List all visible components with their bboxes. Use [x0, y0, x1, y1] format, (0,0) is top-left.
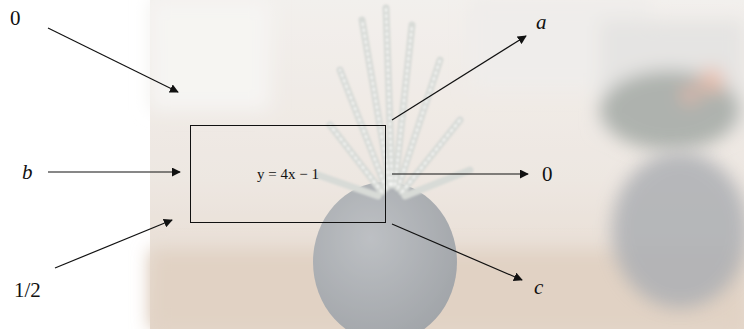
function-rule: y = 4x − 1	[257, 166, 319, 183]
input-arrow	[48, 171, 180, 172]
function-box: y = 4x − 1	[190, 125, 386, 223]
input-value: b	[22, 162, 33, 183]
output-value: 0	[542, 164, 553, 185]
output-arrow	[392, 36, 526, 120]
output-value: a	[536, 12, 547, 33]
output-arrow	[392, 173, 528, 174]
input-value: 0	[10, 8, 21, 29]
input-arrow	[48, 28, 178, 92]
output-value: c	[534, 277, 543, 298]
input-value: 1/2	[14, 280, 41, 301]
input-arrow	[55, 220, 172, 268]
output-arrow	[392, 224, 522, 280]
